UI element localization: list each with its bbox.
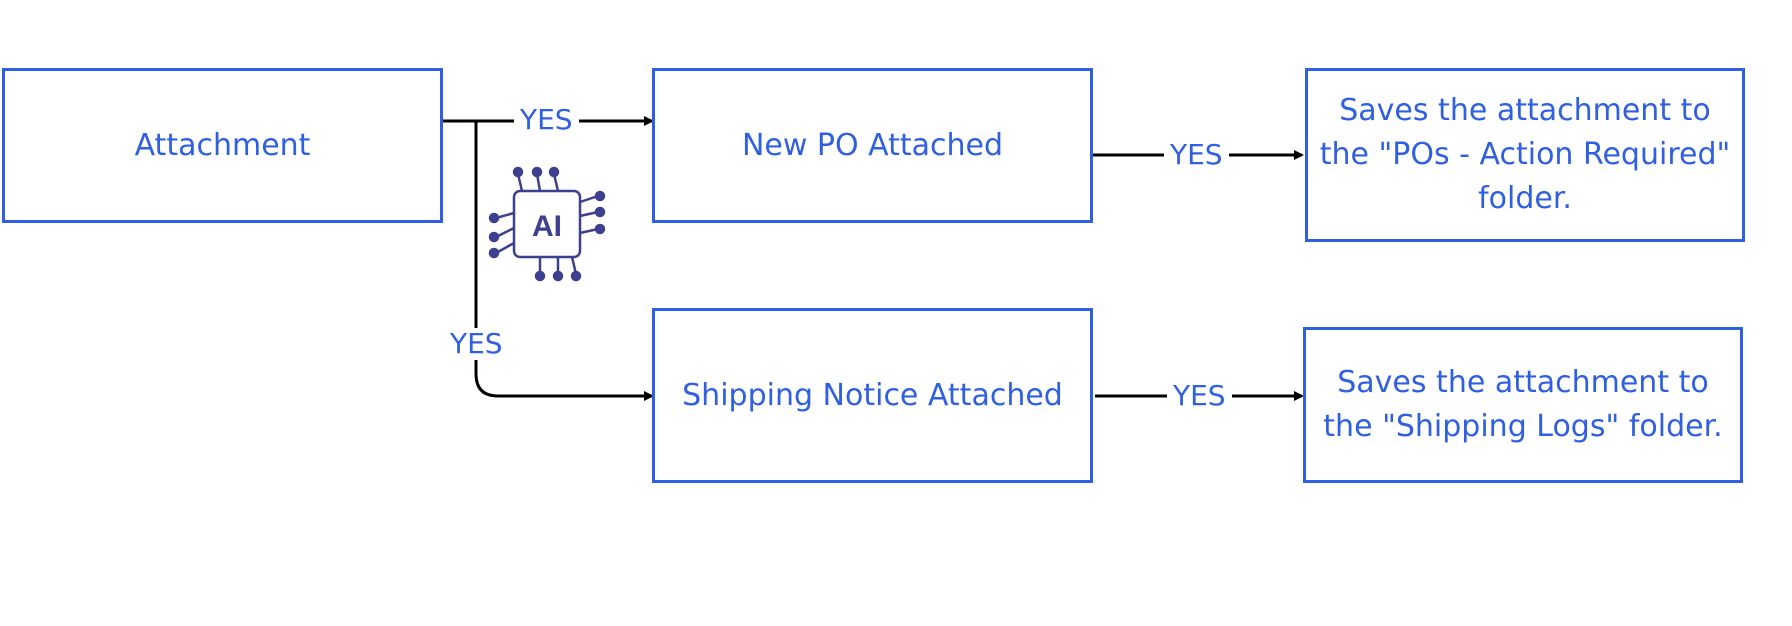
node-new-po-attached-label: New PO Attached xyxy=(741,127,1004,163)
node-attachment[interactable]: Attachment xyxy=(2,68,443,223)
node-save-po-action-required-label: Saves the attachment to the "POs - Actio… xyxy=(1319,93,1731,216)
node-attachment-label: Attachment xyxy=(134,127,311,163)
node-save-po-action-required[interactable]: Saves the attachment to the "POs - Actio… xyxy=(1305,68,1745,242)
node-shipping-notice-attached-label: Shipping Notice Attached xyxy=(682,377,1063,413)
ai-chip-icon: AI xyxy=(488,166,606,282)
node-save-shipping-logs[interactable]: Saves the attachment to the "Shipping Lo… xyxy=(1303,327,1743,483)
edge-label-shipping-to-logs: YES xyxy=(1167,380,1232,412)
node-new-po-attached[interactable]: New PO Attached xyxy=(652,68,1093,223)
edge-label-to-new-po: YES xyxy=(514,104,579,136)
edge-label-to-shipping-notice: YES xyxy=(444,328,509,360)
node-save-shipping-logs-label: Saves the attachment to the "Shipping Lo… xyxy=(1323,365,1723,444)
node-shipping-notice-attached[interactable]: Shipping Notice Attached xyxy=(652,308,1093,483)
connector-attachment-to-shipping-notice xyxy=(474,121,654,401)
edge-label-new-po-to-action: YES xyxy=(1164,139,1229,171)
ai-chip-label: AI xyxy=(532,210,562,243)
